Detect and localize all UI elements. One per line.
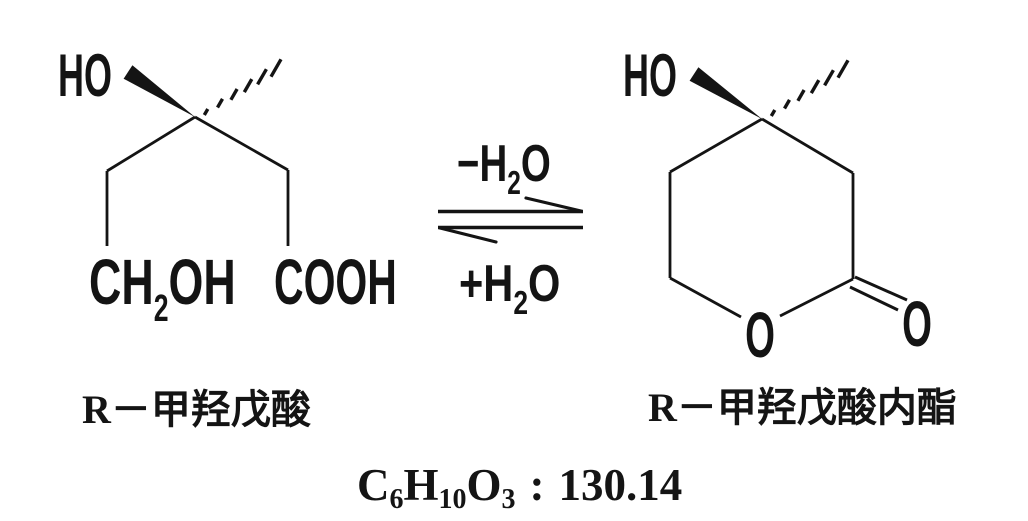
c-c-bond	[194, 115, 289, 172]
hash-dash	[256, 68, 268, 86]
wedge-bond	[689, 67, 762, 119]
hash-dash	[823, 69, 835, 87]
wedge-bond	[123, 65, 195, 117]
reactant-name: R－甲羟戊酸	[82, 387, 312, 432]
ring-bond	[669, 117, 763, 174]
ring-bond	[779, 277, 854, 318]
equilibrium-arrows: −H2O +H2O	[438, 134, 583, 322]
formula-separator: :	[530, 460, 545, 510]
hashed-bond	[202, 58, 283, 116]
formula-c-subscript: 6	[390, 484, 404, 515]
ch2oh-label: CH2OH	[89, 246, 236, 329]
reactant-structure: HO CH2OH COOH	[58, 43, 397, 329]
formula-h: H	[404, 460, 439, 510]
hydroxyl-label: HO	[58, 43, 112, 110]
minus-h2o-label: −H2O	[457, 134, 551, 202]
hash-dash	[216, 98, 224, 109]
formula-c: C	[357, 460, 390, 510]
plus-h2o-label: +H2O	[459, 254, 560, 322]
carbonyl-oxygen-label: O	[902, 289, 932, 361]
ring-bond	[761, 117, 854, 175]
ch2oh-post: OH	[168, 246, 235, 318]
hash-dash	[836, 59, 850, 79]
hashed-bond	[769, 59, 850, 117]
ch2oh-subscript: 2	[154, 286, 169, 329]
forward-arrow-head	[524, 196, 583, 213]
hash-dash	[769, 109, 777, 117]
plus-h2o-subscript: 2	[513, 285, 528, 321]
carbonyl-double-bond	[849, 285, 899, 312]
hash-dash	[796, 89, 806, 102]
hydroxyl-label: HO	[623, 43, 677, 110]
hash-dash	[783, 99, 791, 110]
formula-o: O	[467, 460, 502, 510]
ring-bond	[669, 276, 742, 319]
hash-dash	[229, 88, 239, 101]
molecular-formula: C6H10O3:130.14	[357, 460, 682, 515]
hash-dash	[269, 58, 283, 78]
hash-dash	[242, 78, 254, 93]
plus-h2o-pre: +H	[459, 254, 513, 313]
product-name: R－甲羟戊酸内酯	[648, 385, 957, 430]
formula-molecular-weight: 130.14	[559, 460, 683, 510]
formula-o-subscript: 3	[502, 484, 516, 515]
reverse-arrow-head	[438, 226, 498, 244]
c-c-bond	[106, 115, 196, 173]
hash-dash	[202, 108, 210, 116]
minus-h2o-subscript: 2	[507, 166, 521, 202]
product-structure: HO O O	[623, 43, 932, 372]
carbonyl-double-bond	[854, 275, 908, 302]
minus-h2o-post: O	[521, 134, 551, 192]
cooh-label: COOH	[274, 247, 397, 318]
minus-h2o-pre: −H	[457, 134, 507, 192]
ch2oh-pre: CH	[89, 246, 154, 318]
hash-dash	[809, 79, 821, 94]
formula-h-subscript: 10	[439, 484, 467, 515]
plus-h2o-post: O	[528, 254, 560, 313]
ring-oxygen-label: O	[745, 300, 775, 372]
